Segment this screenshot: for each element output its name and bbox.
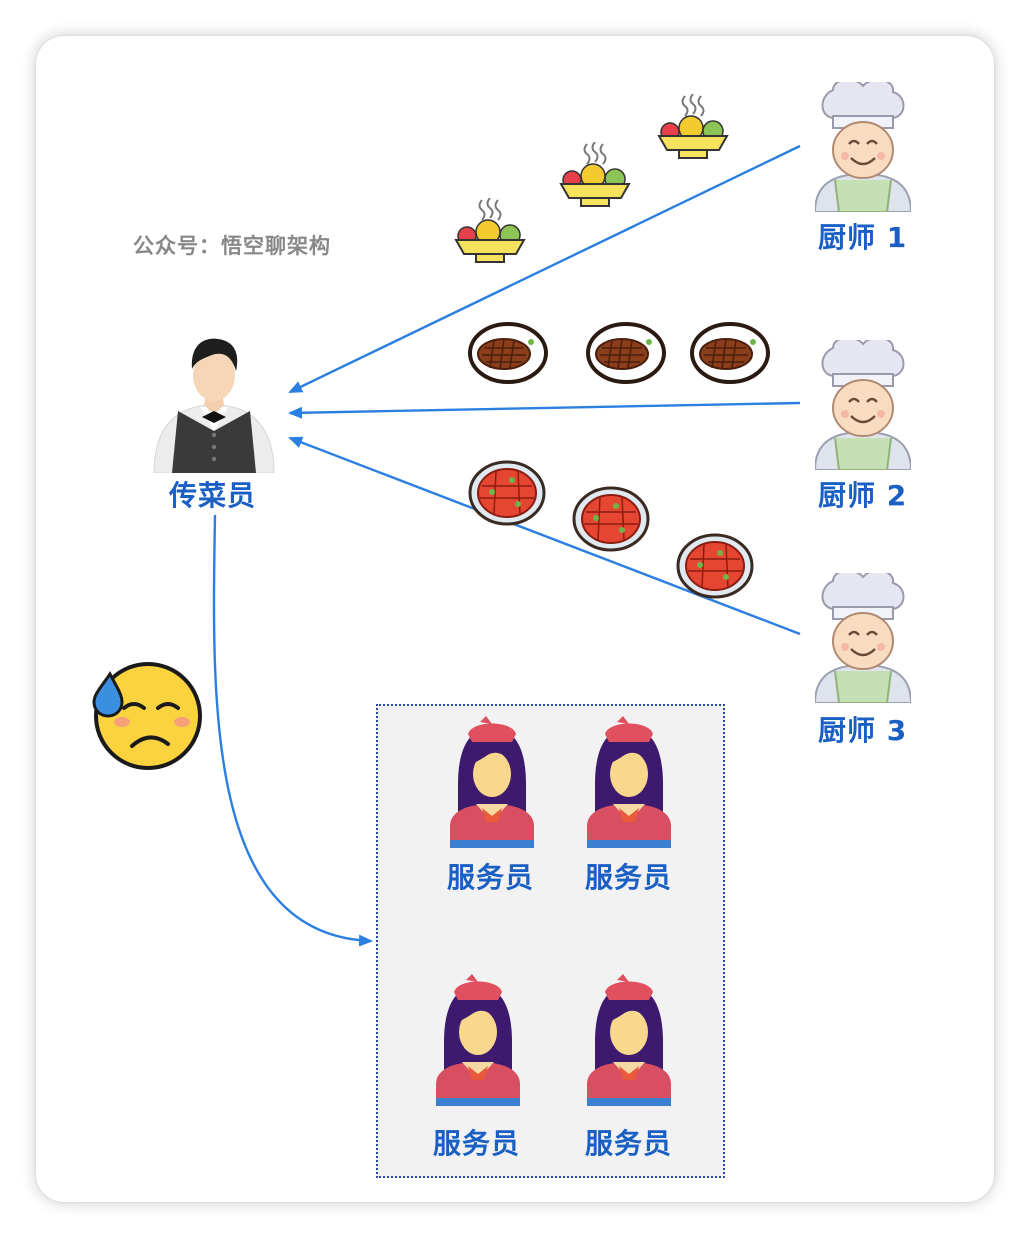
arrow-chef1-to-runner	[288, 144, 801, 394]
chef-icon	[815, 82, 911, 212]
arrow-chef2-to-runner	[288, 401, 801, 419]
chef-icon	[815, 573, 911, 703]
fruit-bowl-icon	[454, 198, 526, 263]
waiter-2-label: 服务员	[585, 861, 673, 894]
watermark-text: 公众号：悟空聊架构	[133, 234, 331, 258]
chef-1-label: 厨师 1	[818, 221, 908, 254]
waiter-3-label: 服务员	[433, 1127, 521, 1160]
pizza-plate-icon	[676, 533, 754, 599]
stewardess-icon	[587, 974, 671, 1106]
stewardess-icon	[450, 716, 534, 848]
steak-plate-icon	[586, 322, 666, 384]
stewardess-icon	[436, 974, 520, 1106]
pizza-plate-icon	[572, 486, 650, 552]
waiter-1-label: 服务员	[447, 861, 535, 894]
pizza-plate-icon	[468, 460, 546, 526]
steak-plate-icon	[468, 322, 548, 384]
chef-2-label: 厨师 2	[818, 479, 908, 512]
sad-sweat-emoji-icon	[92, 662, 202, 770]
waiter-4-label: 服务员	[585, 1127, 673, 1160]
chef-icon	[815, 340, 911, 470]
runner-label: 传菜员	[169, 479, 257, 512]
fruit-bowl-icon	[657, 94, 729, 159]
waiter-in-vest-icon	[153, 338, 275, 473]
arrow-chef3-to-runner	[288, 436, 801, 636]
stewardess-icon	[587, 716, 671, 848]
fruit-bowl-icon	[559, 142, 631, 207]
steak-plate-icon	[690, 322, 770, 384]
arrow-runner-to-waiters	[212, 514, 373, 947]
chef-3-label: 厨师 3	[818, 714, 908, 747]
